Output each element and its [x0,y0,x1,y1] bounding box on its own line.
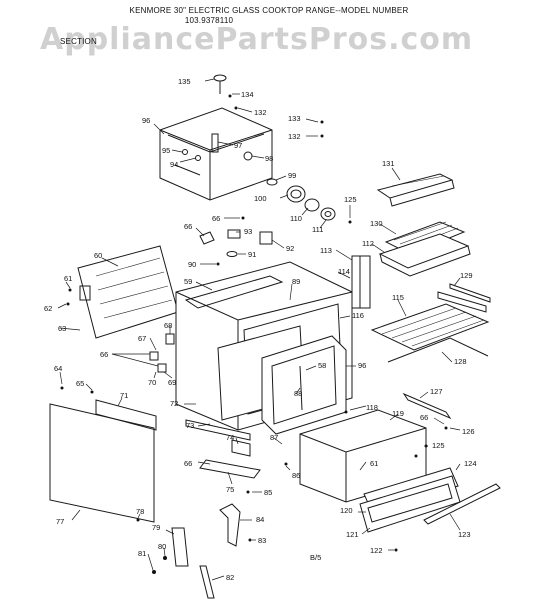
callout-134: 134 [241,90,254,99]
knob-135 [213,74,227,94]
callout-66: 66 [100,350,108,359]
callout-64: 64 [54,364,62,373]
callout-99: 99 [288,171,296,180]
side-panel [351,255,371,309]
callout-129: 129 [460,271,473,280]
callout-81: 81 [138,549,146,558]
callout-86: 86 [292,471,300,480]
callout-67: 67 [138,334,146,343]
callout-123: 123 [458,530,471,539]
callout-127: 127 [430,387,443,396]
callout-63: 63 [58,324,66,333]
callout-58: 58 [318,361,326,370]
callout-85: 85 [264,488,272,497]
callout-71: 71 [120,391,128,400]
callout-96: 96 [142,116,150,125]
rack-guide-128 [387,337,489,363]
callout-69: 69 [168,378,176,387]
back-panel-60 [77,245,179,339]
drawer-front [359,467,461,533]
callout-72: 72 [170,399,178,408]
callout-66: 66 [420,413,428,422]
callout-94: 94 [170,160,178,169]
callout-111: 111 [312,225,323,234]
oven-door-liner [261,335,347,435]
diagram-title: KENMORE 30" ELECTRIC GLASS COOKTOP RANGE… [129,6,409,15]
callout-66: 66 [212,214,220,223]
callout-125: 125 [344,195,357,204]
callout-89: 89 [292,277,300,286]
callout-84: 84 [256,515,264,524]
callout-80: 80 [158,542,166,551]
cooktop-box [159,107,273,201]
storage-drawer [299,409,427,503]
callout-95: 95 [162,146,170,155]
callout-61: 61 [64,274,72,283]
callout-77: 77 [56,517,64,526]
model-number: 103.9378110 [184,16,234,25]
callout-60: 60 [94,251,102,260]
broiler-pan [378,221,471,277]
callout-112: 112 [362,239,374,248]
callout-115: 115 [392,293,404,302]
callout-61: 61 [370,459,378,468]
callout-73: 73 [186,421,194,430]
element-rings [266,178,336,221]
callout-62: 62 [44,304,52,313]
callout-126: 126 [462,427,475,436]
callout-82: 82 [226,573,234,582]
callout-66: 66 [184,459,192,468]
callout-91: 91 [248,250,256,259]
callout-128: 128 [454,357,467,366]
callout-122: 122 [370,546,383,555]
oven-rack-115 [370,303,490,351]
callout-113: 113 [320,246,332,255]
callout-98: 98 [265,154,273,163]
callout-74: 74 [226,433,234,442]
callout-120: 120 [340,506,353,515]
callout-119: 119 [392,409,404,418]
callout-65: 65 [76,379,84,388]
callout-97: 97 [234,141,242,150]
callout-96: 96 [358,361,366,370]
callout-87: 87 [270,433,278,442]
side-trim-129 [437,283,491,313]
callout-116: 116 [352,311,364,320]
callout-68: 68 [164,321,172,330]
callout-100: 100 [254,194,267,203]
callout-labels: 135 134 132 133 132 96 97 95 94 98 99 10… [44,77,477,582]
callout-135: 135 [178,77,191,86]
callout-114: 114 [338,267,350,276]
oven-door-77 [49,399,157,523]
callout-130: 130 [370,219,383,228]
callout-90: 90 [188,260,196,269]
broiler-rack-131 [376,173,455,207]
callout-131: 131 [382,159,395,168]
callout-83: 83 [258,536,266,545]
callout-88: 88 [294,389,302,398]
callout-79: 79 [152,523,160,532]
callout-93: 93 [244,227,252,236]
callout-66: 66 [184,222,192,231]
callout-78: 78 [136,507,144,516]
callout-75: 75 [226,485,234,494]
callout-59: 59 [184,277,192,286]
callout-92: 92 [286,244,294,253]
callout-70: 70 [148,378,156,387]
callout-125: 125 [432,441,445,450]
callout-118: 118 [366,403,378,412]
callout-132: 132 [288,132,301,141]
callout-121: 121 [346,530,359,539]
section-label: SECTION [60,37,97,46]
callout-110: 110 [290,214,302,223]
page-number: B/5 [310,553,321,562]
callout-124: 124 [464,459,477,468]
callout-133: 133 [288,114,301,123]
watermark-text: AppliancePartsPros.com [40,22,474,57]
lead-lines [57,78,461,581]
callout-132: 132 [254,108,267,117]
